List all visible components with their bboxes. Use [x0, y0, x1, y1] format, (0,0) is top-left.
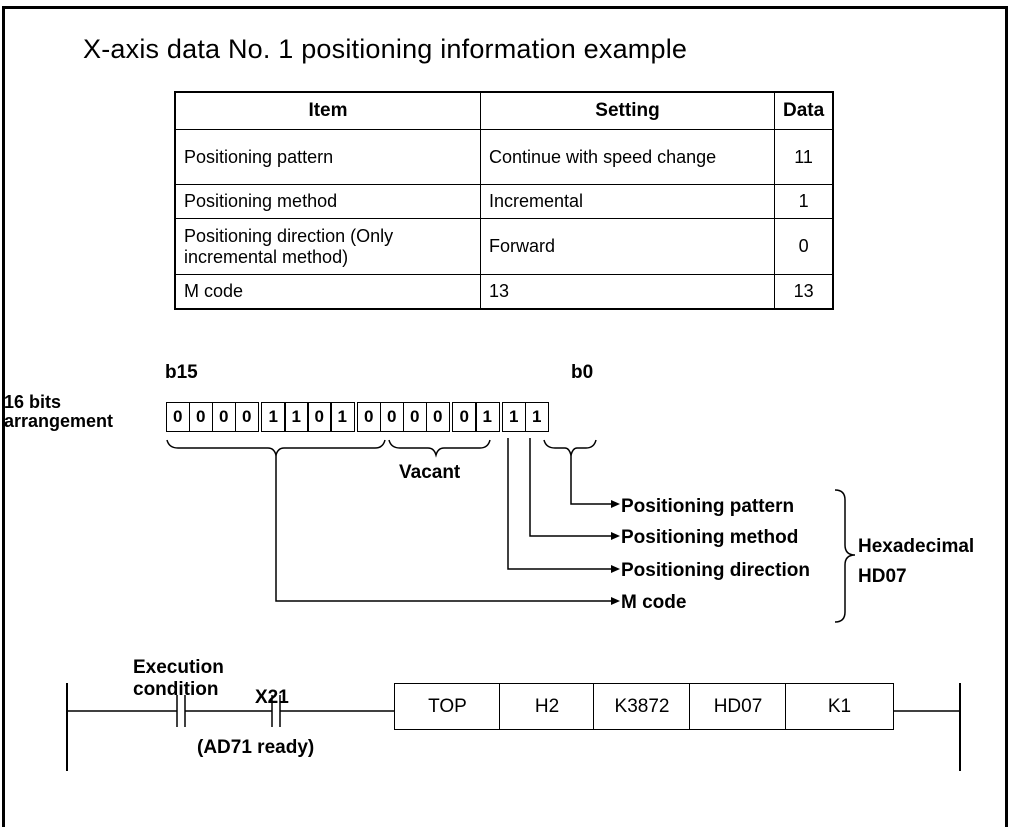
cell-data: 13	[774, 274, 834, 309]
bit-cell: 0	[307, 402, 332, 432]
bit-cell: 0	[452, 402, 477, 432]
bit-cell: 1	[475, 402, 500, 432]
vacant-label: Vacant	[399, 462, 461, 483]
legend-positioning-pattern: Positioning pattern	[621, 496, 795, 517]
bit-cell: 1	[524, 402, 549, 432]
cell-item: Positioning pattern	[174, 129, 481, 185]
execution-label-2: condition	[133, 679, 219, 700]
leader-pattern	[570, 455, 612, 505]
leader-direction	[507, 438, 612, 570]
leader-method	[529, 438, 612, 537]
instruction-box-k3872: K3872	[593, 683, 691, 730]
bit-cell: 0	[379, 402, 404, 432]
table-row: M code 13 13	[174, 274, 834, 309]
bit-cell: 1	[261, 402, 286, 432]
bit-cell: 0	[211, 402, 236, 432]
cell-data: 1	[774, 184, 834, 219]
table-header-row: Item Setting Data	[174, 91, 834, 130]
bit-cell: 0	[402, 402, 427, 432]
execution-label-1: Execution	[133, 657, 224, 678]
arrowhead	[611, 532, 620, 540]
arrowhead	[611, 565, 620, 573]
brace-pattern	[543, 439, 597, 458]
hex-brace	[834, 489, 856, 623]
figure-title: X-axis data No. 1 positioning informatio…	[83, 34, 688, 64]
arrowhead	[611, 597, 620, 605]
bit-cell: 0	[425, 402, 450, 432]
bit-cell: 0	[165, 402, 190, 432]
legend-positioning-direction: Positioning direction	[621, 560, 810, 581]
table-row: Positioning method Incremental 1	[174, 184, 834, 219]
cell-item: Positioning direction (Only incremental …	[174, 218, 481, 275]
legend-positioning-method: Positioning method	[621, 527, 799, 548]
figure-frame	[2, 6, 1008, 827]
bit-cell: 1	[284, 402, 309, 432]
cell-setting: Forward	[480, 218, 775, 275]
cell-data: 11	[774, 129, 834, 185]
bits-row-label-2: arrangement	[4, 411, 114, 431]
bit-cell: 0	[356, 402, 381, 432]
lsb-label: b0	[571, 362, 594, 383]
column-header-item: Item	[174, 91, 481, 130]
cell-item: Positioning method	[174, 184, 481, 219]
column-header-setting: Setting	[480, 91, 775, 130]
arrowhead	[611, 500, 620, 508]
brace-vacant	[388, 439, 491, 458]
bit-cell: 1	[330, 402, 355, 432]
bits-row-label-1: 16 bits	[4, 392, 62, 412]
brace-mcode	[166, 439, 386, 458]
cell-item: M code	[174, 274, 481, 309]
leader-mcode	[275, 455, 612, 602]
hex-value-label: HD07	[858, 566, 907, 587]
instruction-box-hd07: HD07	[689, 683, 787, 730]
legend-m-code: M code	[621, 592, 687, 613]
instruction-box-top: TOP	[394, 683, 501, 730]
bit-cell: 0	[234, 402, 259, 432]
table-row: Positioning pattern Continue with speed …	[174, 129, 834, 185]
bit-cell: 1	[501, 402, 526, 432]
msb-label: b15	[165, 362, 198, 383]
contact-note: (AD71 ready)	[197, 737, 315, 758]
bit-cell: 0	[188, 402, 213, 432]
hexadecimal-label: Hexadecimal	[858, 536, 975, 557]
table-row: Positioning direction (Only incremental …	[174, 218, 834, 275]
positioning-info-table: Item Setting Data Positioning pattern Co…	[174, 91, 835, 310]
bit-arrangement: 0 0 0 0 1 1 0 1 0 0 0 0 0 1 1 1	[165, 402, 549, 432]
instruction-box-k1: K1	[785, 683, 894, 730]
instruction-box-h2: H2	[499, 683, 595, 730]
cell-setting: 13	[480, 274, 775, 309]
